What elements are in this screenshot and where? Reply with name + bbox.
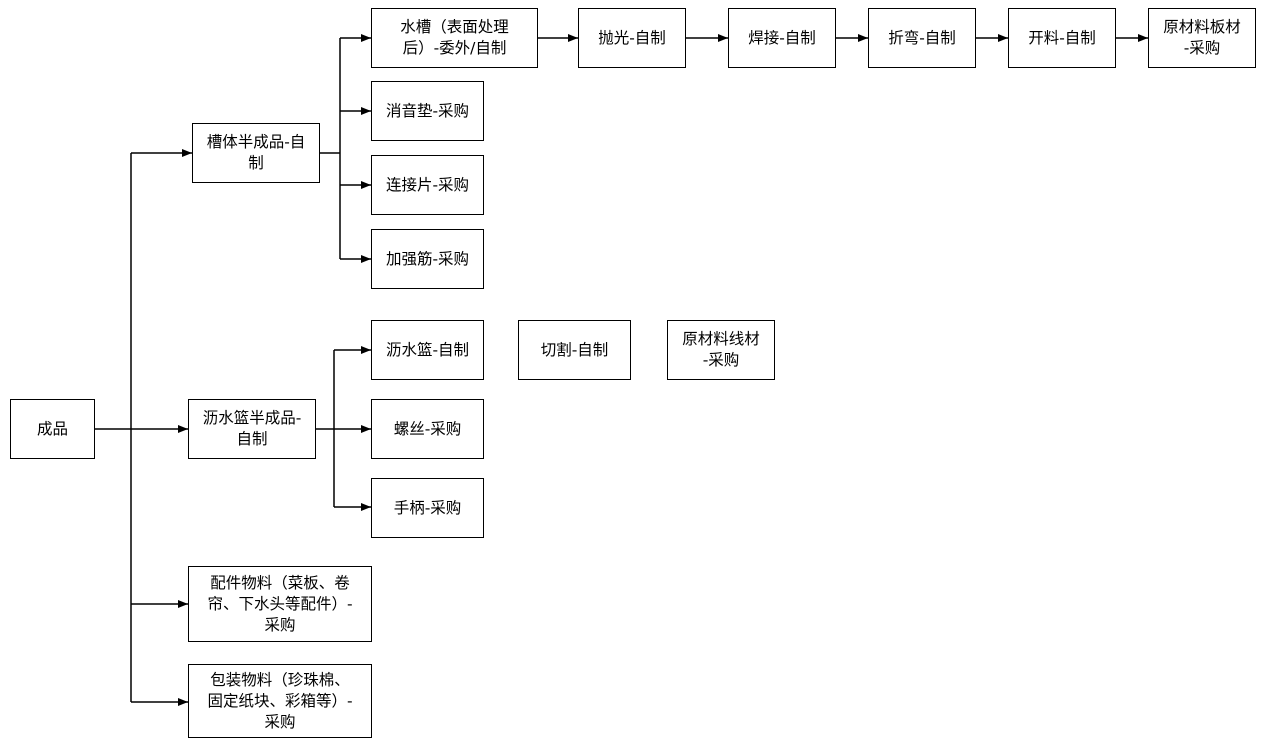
node-rib[interactable]: 加强筋-采购 xyxy=(371,229,484,289)
node-raw-wire[interactable]: 原材料线材 -采购 xyxy=(667,320,775,380)
node-screw[interactable]: 螺丝-采购 xyxy=(371,399,484,459)
node-cutting[interactable]: 切割-自制 xyxy=(518,320,631,380)
node-polish[interactable]: 抛光-自制 xyxy=(578,8,686,68)
node-raw-sheet[interactable]: 原材料板材 -采购 xyxy=(1148,8,1256,68)
node-packaging[interactable]: 包装物料（珍珠棉、 固定纸块、彩箱等）- 采购 xyxy=(188,664,372,738)
node-accessories[interactable]: 配件物料（菜板、卷 帘、下水头等配件）- 采购 xyxy=(188,566,372,642)
node-weld[interactable]: 焊接-自制 xyxy=(728,8,836,68)
node-cut[interactable]: 开料-自制 xyxy=(1008,8,1116,68)
node-bend[interactable]: 折弯-自制 xyxy=(868,8,976,68)
node-basket-semi[interactable]: 沥水篮半成品- 自制 xyxy=(188,399,316,459)
node-sink[interactable]: 水槽（表面处理 后）-委外/自制 xyxy=(371,8,538,68)
node-basket[interactable]: 沥水篮-自制 xyxy=(371,320,484,380)
node-connector[interactable]: 连接片-采购 xyxy=(371,155,484,215)
node-sound-pad[interactable]: 消音垫-采购 xyxy=(371,81,484,141)
node-handle[interactable]: 手柄-采购 xyxy=(371,478,484,538)
node-finished[interactable]: 成品 xyxy=(10,399,95,459)
node-tank-semi[interactable]: 槽体半成品-自 制 xyxy=(192,123,320,183)
